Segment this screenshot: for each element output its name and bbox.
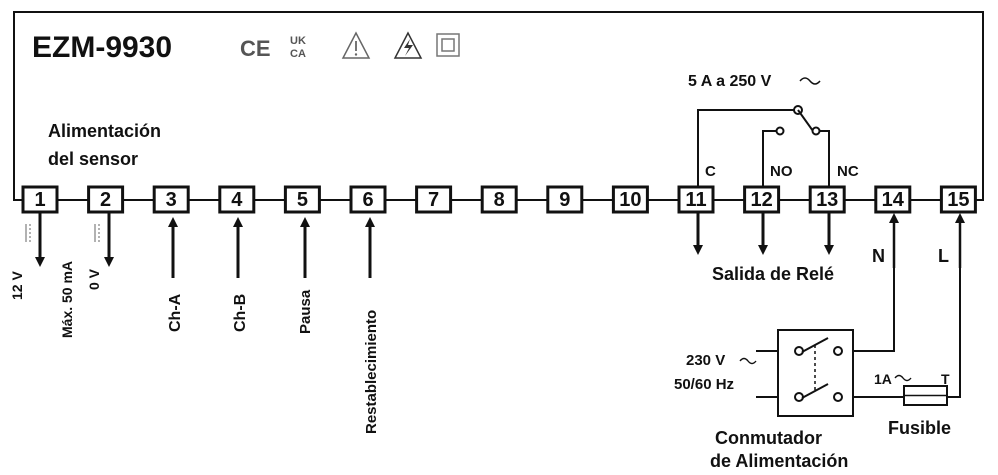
terminal-box <box>218 185 256 214</box>
label-neutral: N <box>872 246 885 266</box>
terminal-box <box>480 185 518 214</box>
terminal-number: 15 <box>947 189 969 211</box>
relay-contact-nc: NC <box>837 163 859 180</box>
terminal-number: 13 <box>816 189 838 211</box>
terminal-number: 1 <box>34 189 45 211</box>
terminal-number: 12 <box>750 189 772 211</box>
terminal-4: 4 <box>218 185 256 214</box>
terminal-14: 14 <box>874 185 912 214</box>
terminal-number: 4 <box>231 189 243 211</box>
terminal-box <box>677 185 715 214</box>
terminal-number: 5 <box>297 189 308 211</box>
label-pausa: Pausa <box>297 289 314 334</box>
relay-rating: 5 A a 250 V <box>688 73 772 90</box>
relay-contact-c: C <box>705 163 716 180</box>
fuse-label: Fusible <box>888 418 951 438</box>
relay-contact-no: NO <box>770 163 793 180</box>
relay-output-label: Salida de Relé <box>712 264 834 284</box>
mains-voltage: 230 V <box>686 352 725 369</box>
terminal-number: 8 <box>494 189 505 211</box>
terminal-number: 11 <box>685 189 706 211</box>
terminal-box <box>349 185 387 214</box>
mains-ac-wave-icon <box>739 357 757 365</box>
label-ch-a: Ch-A <box>167 293 184 332</box>
label-restablecimiento: Restablecimiento <box>363 310 380 434</box>
fuse-type: T <box>941 371 950 387</box>
label-12v: 12 V <box>9 271 25 300</box>
label-0v: 0 V <box>86 268 102 290</box>
terminal-11: 11 <box>677 185 715 214</box>
terminal-10: 10 <box>611 185 649 214</box>
fuse-ac-wave-icon <box>894 374 912 382</box>
fuse-rating: 1A <box>874 371 892 387</box>
terminal-5: 5 <box>283 185 321 214</box>
terminal-3: 3 <box>152 185 190 214</box>
terminal-box <box>21 185 59 214</box>
ukca-mark-top: UK <box>290 35 306 47</box>
sensor-power-label-line2: del sensor <box>48 149 138 169</box>
device-housing <box>13 11 984 201</box>
dc-symbol-icon <box>25 224 100 242</box>
terminal-box <box>743 185 781 214</box>
terminal-number: 7 <box>428 189 439 211</box>
sensor-power-label-line1: Alimentación <box>48 121 161 141</box>
terminal-13: 13 <box>808 185 846 214</box>
mains-frequency: 50/60 Hz <box>674 376 734 393</box>
warning-triangle-icon <box>341 31 371 59</box>
terminal-7: 7 <box>415 185 453 214</box>
terminal-15: 15 <box>939 185 977 214</box>
terminal-number: 9 <box>559 189 570 211</box>
switch-label-line2: de Alimentación <box>710 451 848 471</box>
terminal-box <box>939 185 977 214</box>
double-insulation-icon <box>436 33 460 57</box>
terminal-number: 3 <box>166 189 177 211</box>
terminal-number: 2 <box>100 189 111 211</box>
terminal-box <box>546 185 584 214</box>
terminal-box <box>808 185 846 214</box>
model-title: EZM-9930 <box>32 31 172 64</box>
terminal-box <box>152 185 190 214</box>
terminal-1: 1 <box>21 185 59 214</box>
terminal-arrows <box>35 212 834 278</box>
electrical-hazard-icon <box>393 31 423 59</box>
terminal-box <box>415 185 453 214</box>
terminal-number: 10 <box>619 189 641 211</box>
power-switch-icon <box>777 329 854 417</box>
terminal-12: 12 <box>743 185 781 214</box>
terminal-number: 6 <box>362 189 373 211</box>
terminal-8: 8 <box>480 185 518 214</box>
terminal-6: 6 <box>349 185 387 214</box>
terminal-box <box>611 185 649 214</box>
terminal-box <box>283 185 321 214</box>
relay-contacts <box>697 105 830 187</box>
terminal-box <box>874 185 912 214</box>
terminal-number: 14 <box>882 189 905 211</box>
terminal-9: 9 <box>546 185 584 214</box>
terminal-box <box>87 185 125 214</box>
label-ch-b: Ch-B <box>232 294 249 332</box>
switch-label-line1: Conmutador <box>715 428 822 448</box>
label-line: L <box>938 246 949 266</box>
label-max-current: Máx. 50 mA <box>59 261 75 338</box>
ac-wave-icon <box>799 77 821 85</box>
terminal-2: 2 <box>87 185 125 214</box>
ukca-mark-bottom: CA <box>290 48 306 60</box>
ce-mark: CE <box>240 36 271 61</box>
